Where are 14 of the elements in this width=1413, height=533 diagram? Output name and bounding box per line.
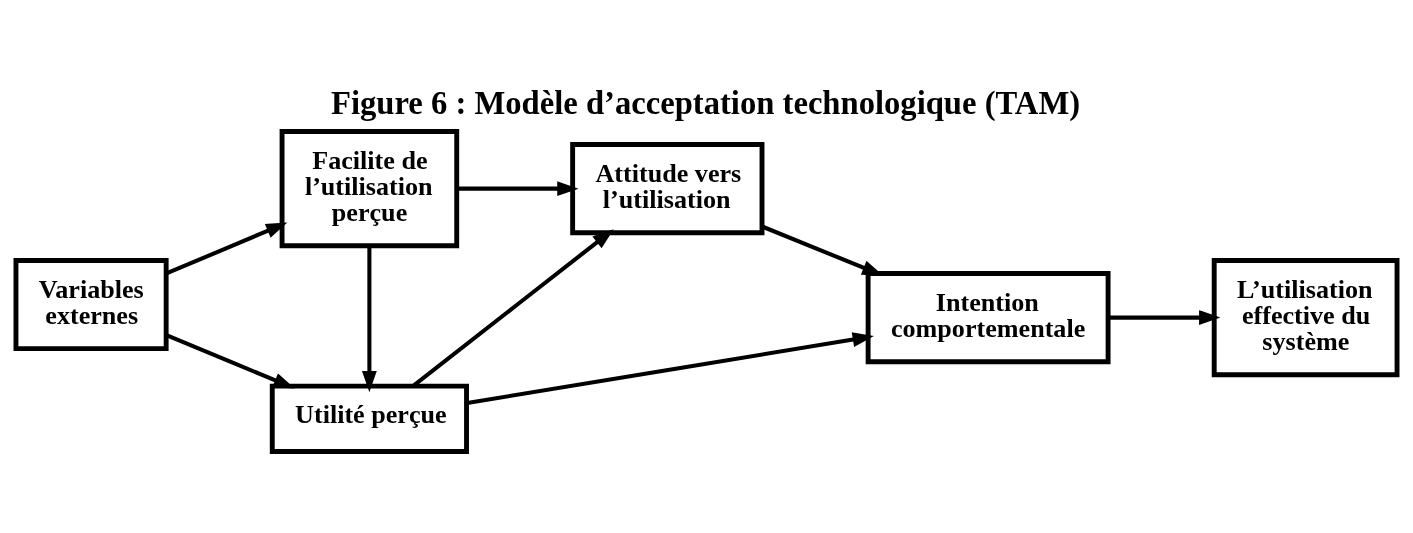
node-box: L’utilisation effective du système bbox=[1211, 257, 1400, 377]
arrow bbox=[412, 228, 614, 387]
arrow bbox=[165, 222, 288, 275]
node-box: Facilite de l’utilisation perçue bbox=[279, 128, 460, 248]
node-box: Intention comportementale bbox=[865, 270, 1111, 364]
arrow bbox=[457, 180, 579, 196]
arrow bbox=[1108, 309, 1221, 325]
node-box: Variables externes bbox=[13, 257, 169, 351]
diagram-title: Figure 6 : Modèle d’acceptation technologique (TAM) bbox=[331, 84, 1081, 121]
node-box: Attitude vers l’utilisation bbox=[570, 141, 765, 235]
arrow bbox=[466, 331, 874, 405]
node-box: Utilité perçue bbox=[269, 383, 469, 454]
arrow bbox=[361, 245, 377, 392]
arrow bbox=[165, 332, 295, 388]
